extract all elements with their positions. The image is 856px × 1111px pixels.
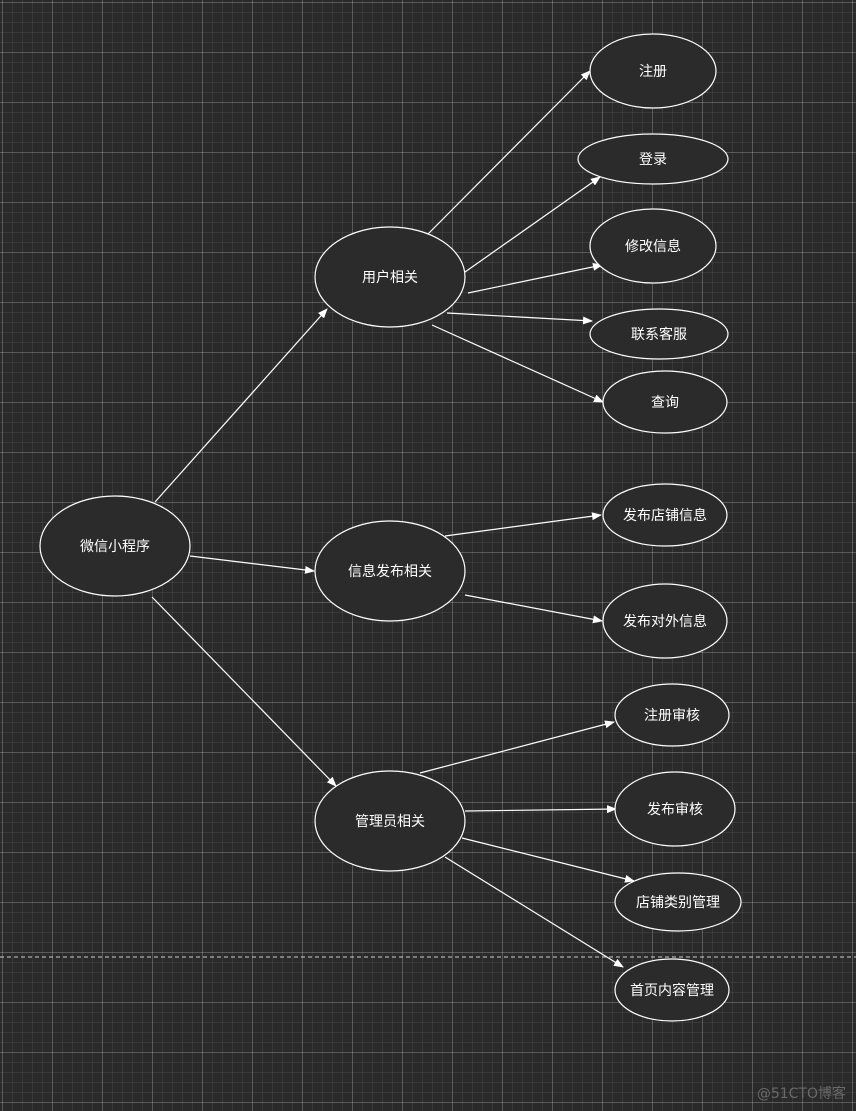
node-label-publish-review: 发布审核 (647, 802, 703, 818)
node-store-category (614, 872, 742, 932)
edge-user-to-query (431, 324, 604, 403)
edge-admin-to-store_category (461, 837, 635, 883)
edge-root-to-admin (151, 596, 337, 787)
node-label-publish: 信息发布相关 (348, 564, 432, 580)
node-publish-external (602, 583, 728, 659)
watermark: @51CTO博客 (756, 1086, 846, 1102)
node-label-admin: 管理员相关 (355, 814, 425, 830)
node-label-home-content: 首页内容管理 (630, 983, 714, 999)
node-home-content (614, 958, 730, 1022)
node-label-edit-info: 修改信息 (625, 239, 681, 255)
node-label-publish-external: 发布对外信息 (623, 614, 707, 630)
edge-user-to-register (427, 70, 591, 235)
edge-root-to-publish (189, 555, 315, 574)
node-label-user: 用户相关 (362, 270, 418, 286)
node-label-register: 注册 (639, 64, 667, 80)
node-publish (314, 520, 466, 622)
edge-user-to-edit_info (467, 262, 603, 294)
node-label-contact-service: 联系客服 (631, 327, 687, 343)
node-admin (314, 770, 466, 872)
node-label-query: 查询 (651, 395, 679, 411)
node-user (314, 226, 466, 328)
node-publish-review (614, 771, 736, 847)
edge-admin-to-register_review (419, 720, 615, 774)
node-label-store-category: 店铺类别管理 (636, 895, 720, 911)
node-register-review (614, 683, 730, 747)
nodes-layer (39, 33, 742, 1022)
edge-user-to-login (464, 176, 601, 273)
edge-publish-to-publish_store (444, 512, 602, 537)
node-contact-service (589, 308, 729, 360)
edge-root-to-user (154, 308, 328, 503)
node-register (589, 33, 717, 109)
node-label-root: 微信小程序 (80, 539, 150, 555)
edge-publish-to-publish_external (464, 594, 603, 624)
edge-admin-to-home_content (444, 856, 624, 968)
edge-user-to-contact_service (446, 312, 593, 325)
node-publish-store (602, 483, 728, 547)
edges-layer (151, 70, 635, 968)
node-label-register-review: 注册审核 (644, 708, 700, 724)
node-label-login: 登录 (639, 152, 667, 168)
node-login (577, 133, 729, 185)
node-root (39, 495, 191, 597)
node-label-publish-store: 发布店铺信息 (623, 508, 707, 524)
node-query (602, 370, 728, 434)
node-edit-info (589, 208, 717, 284)
edge-admin-to-publish_review (464, 805, 617, 814)
